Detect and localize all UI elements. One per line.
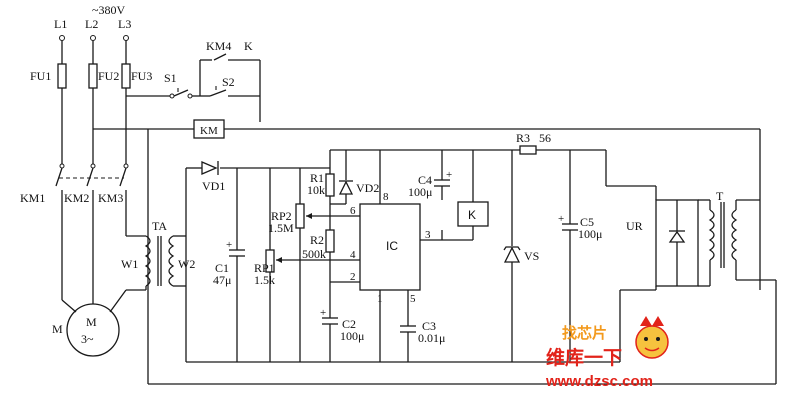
label-r2: R2 xyxy=(310,233,324,247)
control-rails xyxy=(185,149,620,363)
label-l2: L2 xyxy=(85,17,98,31)
label-vd2: VD2 xyxy=(356,181,379,195)
label-c1-value: 47μ xyxy=(213,273,231,287)
label-km1: KM1 xyxy=(20,191,45,205)
ic-chip xyxy=(359,150,443,362)
label-ic-pin8: 8 xyxy=(383,191,389,203)
supply-lines xyxy=(59,35,129,64)
label-supply-voltage: ~380V xyxy=(92,3,125,17)
label-ur: UR xyxy=(626,219,643,233)
potentiometer-rp2 xyxy=(295,168,360,362)
watermark-url: www.dzsc.com xyxy=(545,373,653,390)
label-ic-pin3: 3 xyxy=(425,229,431,241)
label-c2-value: 100μ xyxy=(340,329,364,343)
svg-text:+: + xyxy=(226,239,232,251)
label-c3: C3 xyxy=(422,319,436,333)
label-rp2: RP2 xyxy=(271,209,292,223)
watermark-brand-cn: 维库一下 xyxy=(546,346,622,369)
label-w1: W1 xyxy=(121,257,138,271)
watermark-brand-top: 找芯片 xyxy=(562,324,607,342)
potentiometer-rp1 xyxy=(265,168,360,362)
label-km4: KM4 xyxy=(206,39,231,53)
label-r2-value: 500k xyxy=(302,247,326,261)
km-coil-wiring xyxy=(93,128,777,385)
label-r1: R1 xyxy=(310,171,324,185)
label-km-coil: KM xyxy=(200,125,218,137)
fuses xyxy=(57,63,131,164)
label-km3: KM3 xyxy=(98,191,123,205)
label-fu2: FU2 xyxy=(98,69,119,83)
label-c4: C4 xyxy=(418,173,432,187)
label-ic: IC xyxy=(386,239,398,253)
capacitor-c3 xyxy=(400,325,416,362)
label-ta: TA xyxy=(152,219,167,233)
label-c5-value: 100μ xyxy=(578,227,602,241)
resistor-r3 xyxy=(519,145,537,155)
resistor-r1 xyxy=(325,168,335,230)
label-ic-pin2: 2 xyxy=(350,271,356,283)
label-fu3: FU3 xyxy=(131,69,152,83)
label-c1: C1 xyxy=(215,261,229,275)
diode-vd2 xyxy=(330,150,354,205)
label-rp2-value: 1.5M xyxy=(268,221,294,235)
label-ic-pin6: 6 xyxy=(350,205,356,217)
label-k-switch: K xyxy=(244,39,253,53)
label-c5: C5 xyxy=(580,215,594,229)
label-km2: KM2 xyxy=(64,191,89,205)
motor-symbol xyxy=(61,289,127,357)
bridge-rectifier-ur xyxy=(606,185,710,362)
label-motor-phase: 3~ xyxy=(81,332,94,346)
label-relay-k: K xyxy=(468,208,476,222)
svg-text:+: + xyxy=(558,213,564,225)
label-ic-pin1: 1 xyxy=(377,293,383,305)
diode-vd1 xyxy=(201,161,219,175)
svg-text:+: + xyxy=(320,307,326,319)
label-r3-value: 56 xyxy=(539,131,551,145)
label-r1-value: 10k xyxy=(307,183,325,197)
capacitor-c4: + xyxy=(434,150,452,200)
label-motor-symbol: M xyxy=(86,315,97,329)
label-c3-value: 0.01μ xyxy=(418,331,445,345)
label-s2: S2 xyxy=(222,75,235,89)
km-main-contacts xyxy=(55,163,129,300)
transformer-t xyxy=(708,199,776,286)
label-motor-ref: M xyxy=(52,322,63,336)
label-c4-value: 100μ xyxy=(408,185,432,199)
label-l1: L1 xyxy=(54,17,67,31)
label-ic-pin5: 5 xyxy=(410,293,416,305)
label-w2: W2 xyxy=(178,257,195,271)
capacitor-c2: + xyxy=(320,307,338,362)
watermark-logo xyxy=(635,316,669,359)
label-l3: L3 xyxy=(118,17,131,31)
label-vd1: VD1 xyxy=(202,179,225,193)
label-s1: S1 xyxy=(164,71,177,85)
label-vs: VS xyxy=(524,249,539,263)
control-switches xyxy=(126,53,261,122)
zener-vs xyxy=(503,150,521,362)
svg-text:+: + xyxy=(446,169,452,181)
label-c2: C2 xyxy=(342,317,356,331)
label-fu1: FU1 xyxy=(30,69,51,83)
capacitor-c1: + xyxy=(226,168,245,362)
capacitor-c5: + xyxy=(558,150,578,362)
label-r3: R3 xyxy=(516,131,530,145)
resistor-r2 xyxy=(325,229,360,318)
relay-k-coil xyxy=(442,150,489,241)
label-ic-pin4: 4 xyxy=(350,249,356,261)
label-rp1: RP1 xyxy=(254,261,275,275)
label-rp1-value: 1.5k xyxy=(254,273,275,287)
transformer-ta xyxy=(126,235,186,291)
label-t: T xyxy=(716,189,724,203)
